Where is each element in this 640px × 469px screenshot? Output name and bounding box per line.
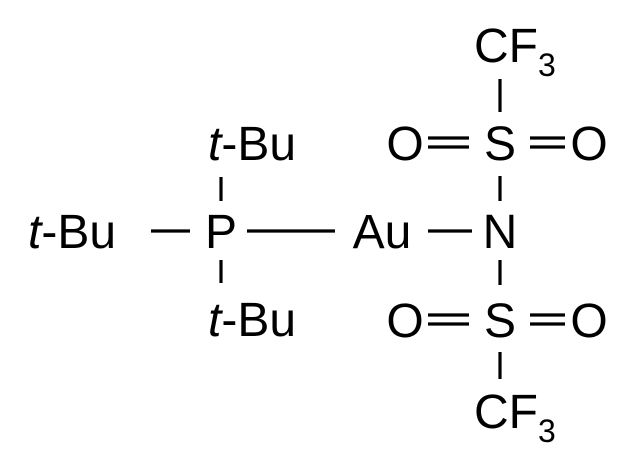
sulfur-bottom-atom: S	[484, 295, 516, 348]
oxygen-top-right-atom: O	[570, 118, 607, 171]
oxygen-bottom-right-atom: O	[570, 295, 607, 348]
gold-atom: Au	[353, 206, 412, 259]
oxygen-bottom-left-atom: O	[386, 295, 423, 348]
oxygen-top-left-atom: O	[386, 118, 423, 171]
cf3-bottom-label: CF3	[474, 386, 556, 449]
tbu-left-label: t-Bu	[28, 206, 116, 259]
sulfur-top-atom: S	[484, 118, 516, 171]
bonds	[151, 79, 565, 379]
tbu-bottom-label: t-Bu	[208, 294, 296, 347]
tbu-top-label: t-Bu	[208, 118, 296, 171]
nitrogen-atom: N	[483, 206, 518, 259]
cf3-top-label: CF3	[474, 20, 556, 83]
phosphorus-atom: P	[205, 206, 237, 259]
